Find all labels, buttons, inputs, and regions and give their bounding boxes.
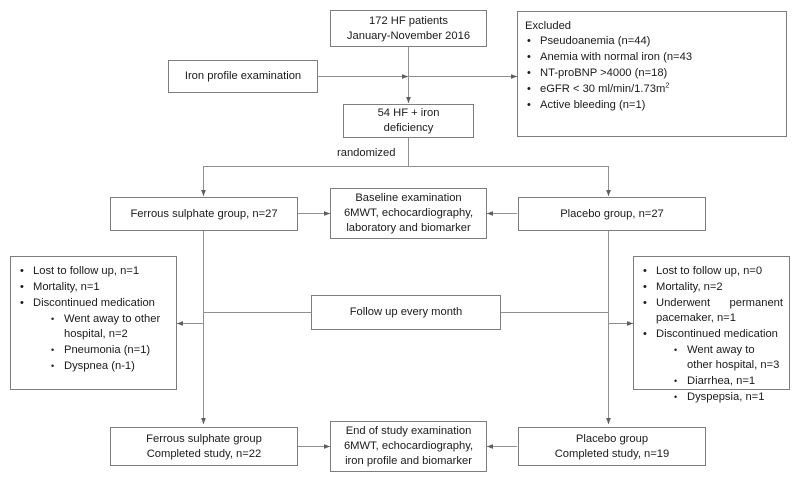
end-exam-line-3: iron profile and biomarker: [345, 455, 472, 467]
placebo-loss-item: • Discontinued medication • Went away to…: [641, 327, 783, 405]
ferrous-loss-label: Lost to follow up, n=1: [33, 265, 140, 277]
enrollment-line-2: January-November 2016: [346, 29, 471, 42]
ferrous-completed-line-2: Completed study, n=22: [146, 447, 262, 460]
ferrous-group-label: Ferrous sulphate group, n=27: [130, 207, 278, 220]
node-iron-profile: Iron profile examination: [168, 60, 318, 93]
placebo-subloss-item: • Dyspepsia, n=1: [673, 390, 783, 405]
bullet-icon: •: [20, 297, 24, 309]
node-enrollment: 172 HF patients January-November 2016: [330, 10, 487, 47]
bullet-icon: •: [527, 67, 531, 79]
iron-profile-label: Iron profile examination: [184, 70, 302, 82]
ferrous-completed-line-1: Ferrous sulphate group: [146, 432, 262, 445]
placebo-subloss-label: Dyspepsia, n=1: [687, 391, 765, 403]
node-end-exam: End of study examination 6MWT, echocardi…: [330, 421, 487, 472]
baseline-exam-line-1: Baseline examination: [355, 192, 462, 204]
node-baseline-exam: Baseline examination 6MWT, echocardiogra…: [330, 188, 487, 239]
bullet-icon: •: [51, 361, 55, 371]
enrollment-line-1: 172 HF patients: [369, 14, 448, 27]
excluded-item-label: Active bleeding (n=1): [540, 99, 646, 111]
bullet-icon: •: [674, 345, 678, 355]
ferrous-loss-label: Discontinued medication: [33, 297, 155, 309]
node-excluded: Excluded • Pseudoanemia (n=44) • Anemia …: [517, 11, 787, 137]
placebo-loss-label: Lost to follow up, n=0: [656, 265, 763, 277]
end-exam-line-2: 6MWT, echocardiography,: [343, 440, 474, 452]
baseline-exam-line-3: laboratory and biomarker: [346, 222, 471, 234]
bullet-icon: •: [527, 35, 531, 47]
excluded-item-label: eGFR < 30 ml/min/1.73m: [540, 83, 666, 95]
placebo-completed-line-2: Completed study, n=19: [554, 447, 670, 460]
node-followup: Follow up every month: [311, 295, 501, 330]
excluded-heading: Excluded: [525, 20, 572, 32]
excluded-item-label: NT-proBNP >4000 (n=18): [540, 67, 668, 79]
placebo-loss-label: Discontinued medication: [656, 328, 778, 340]
bullet-icon: •: [643, 265, 647, 277]
bullet-icon: •: [20, 281, 24, 293]
node-ferrous-group: Ferrous sulphate group, n=27: [110, 197, 298, 231]
excluded-item-label: Pseudoanemia (n=44): [540, 35, 651, 47]
bullet-icon: •: [20, 265, 24, 277]
excluded-item: • Anemia with normal iron (n=43: [525, 50, 780, 65]
placebo-subloss-label: Diarrhea, n=1: [687, 375, 756, 387]
node-ferrous-losses: • Lost to follow up, n=1 • Mortality, n=…: [10, 256, 177, 390]
node-placebo-losses: • Lost to follow up, n=0 • Mortality, n=…: [633, 256, 790, 403]
bullet-icon: •: [674, 392, 678, 402]
excluded-list: • Pseudoanemia (n=44) • Anemia with norm…: [525, 34, 780, 113]
ferrous-subloss-label: Pneumonia (n=1): [64, 344, 151, 356]
ferrous-subloss-label: Dyspnea (n-1): [64, 360, 135, 372]
eligible-line-1: 54 HF + iron: [377, 107, 440, 119]
bullet-icon: •: [674, 376, 678, 386]
baseline-exam-line-2: 6MWT, echocardiography,: [343, 207, 474, 219]
placebo-losses-list: • Lost to follow up, n=0 • Mortality, n=…: [641, 264, 783, 405]
node-placebo-group: Placebo group, n=27: [518, 197, 706, 231]
placebo-loss-item: • Underwent permanent pacemaker, n=1: [641, 296, 783, 326]
ferrous-subloss-label: Went away to other hospital, n=2: [64, 313, 161, 340]
bullet-icon: •: [643, 328, 647, 340]
placebo-group-label: Placebo group, n=27: [560, 207, 664, 220]
excluded-item-label: Anemia with normal iron (n=43: [540, 51, 693, 63]
placebo-losses-sublist: • Went away to other hospital, n=3 • Dia…: [656, 343, 783, 405]
excluded-item: • Active bleeding (n=1): [525, 98, 780, 113]
placebo-subloss-item: • Diarrhea, n=1: [673, 374, 783, 389]
ferrous-losses-sublist: • Went away to other hospital, n=2 • Pne…: [33, 312, 170, 374]
excluded-item-superscript: 2: [665, 80, 670, 90]
placebo-completed-line-1: Placebo group: [575, 432, 649, 445]
bullet-icon: •: [643, 281, 647, 293]
ferrous-loss-item: • Lost to follow up, n=1: [18, 264, 170, 279]
bullet-icon: •: [527, 51, 531, 63]
placebo-loss-item: • Lost to follow up, n=0: [641, 264, 783, 279]
ferrous-subloss-item: • Went away to other hospital, n=2: [50, 312, 170, 342]
ferrous-loss-item: • Mortality, n=1: [18, 280, 170, 295]
placebo-loss-item: • Mortality, n=2: [641, 280, 783, 295]
placebo-subloss-item: • Went away to other hospital, n=3: [673, 343, 783, 373]
excluded-item: • eGFR < 30 ml/min/1.73m2: [525, 80, 780, 97]
ferrous-subloss-item: • Pneumonia (n=1): [50, 343, 170, 358]
excluded-item: • Pseudoanemia (n=44): [525, 34, 780, 49]
end-exam-line-1: End of study examination: [345, 425, 472, 437]
bullet-icon: •: [527, 83, 531, 95]
bullet-icon: •: [643, 297, 647, 309]
bullet-icon: •: [51, 314, 55, 324]
placebo-loss-label: Mortality, n=2: [656, 281, 723, 293]
node-placebo-completed: Placebo group Completed study, n=19: [518, 427, 706, 466]
bullet-icon: •: [527, 99, 531, 111]
eligible-line-2: deficiency: [383, 122, 434, 134]
placebo-loss-label: Underwent permanent pacemaker, n=1: [656, 297, 783, 324]
placebo-subloss-label: Went away to other hospital, n=3: [687, 344, 780, 371]
ferrous-losses-list: • Lost to follow up, n=1 • Mortality, n=…: [18, 264, 170, 374]
randomized-label: randomized: [334, 147, 399, 161]
ferrous-subloss-item: • Dyspnea (n-1): [50, 359, 170, 374]
ferrous-loss-item: • Discontinued medication • Went away to…: [18, 296, 170, 374]
excluded-item: • NT-proBNP >4000 (n=18): [525, 66, 780, 81]
bullet-icon: •: [51, 345, 55, 355]
node-ferrous-completed: Ferrous sulphate group Completed study, …: [110, 427, 298, 466]
node-eligible: 54 HF + iron deficiency: [343, 104, 474, 138]
followup-label: Follow up every month: [349, 306, 463, 318]
ferrous-loss-label: Mortality, n=1: [33, 281, 100, 293]
